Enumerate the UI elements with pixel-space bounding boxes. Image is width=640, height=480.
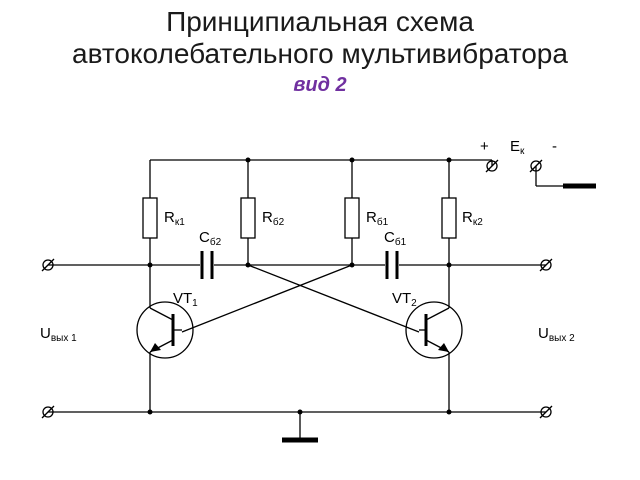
resistor-rk1-label: Rк1 <box>164 209 185 228</box>
resistor-rb2-label: Rб2 <box>262 209 285 228</box>
supply-minus-label: - <box>552 138 557 155</box>
resistor-rb1 <box>344 160 360 265</box>
title-line-1: Принципиальная схема <box>166 6 474 37</box>
resistor-rk1 <box>142 160 158 265</box>
cross-coupling <box>181 264 420 333</box>
capacitor-cb2 <box>200 251 214 279</box>
capacitor-cb2-label: Cб2 <box>199 229 222 248</box>
ground-rail <box>48 411 546 443</box>
title-subtitle: вид 2 <box>293 74 347 96</box>
resistor-rb1-label: Rб1 <box>366 209 389 228</box>
transistor-vt2 <box>405 301 463 359</box>
output-right-label: Uвых 2 <box>538 325 575 344</box>
capacitor-cb1-label: Cб1 <box>384 229 407 248</box>
ground-terminal-left <box>41 405 55 419</box>
supply-terminals <box>485 159 543 173</box>
transistor-vt2-label: VT2 <box>392 290 417 309</box>
output-terminal-right <box>539 258 553 272</box>
ground-terminal-right <box>539 405 553 419</box>
supply-label: Eк <box>510 138 525 157</box>
capacitor-cb1 <box>385 251 399 279</box>
supply-rail <box>150 159 596 189</box>
resistor-rb2 <box>240 160 256 265</box>
supply-plus-label: + <box>480 138 489 155</box>
slide-title: Принципиальная схема автоколебательного … <box>0 6 640 98</box>
transistor-vt1-label: VT1 <box>173 290 198 309</box>
resistor-rk2-label: Rк2 <box>462 209 483 228</box>
resistor-rk2 <box>441 160 457 265</box>
title-line-2: автоколебательного мультивибратора <box>72 38 568 69</box>
output-terminal-left <box>41 258 55 272</box>
output-left-label: Uвых 1 <box>40 325 77 344</box>
transistor-vt1 <box>136 301 194 359</box>
